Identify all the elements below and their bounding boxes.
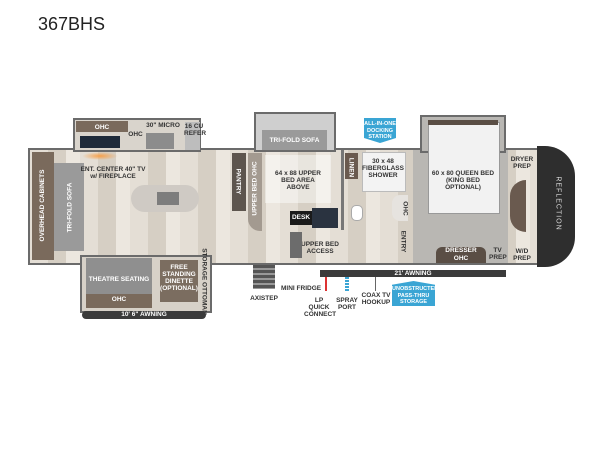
- bath-ohc-label: OHC: [401, 201, 409, 216]
- axistep: [253, 265, 275, 289]
- shower-label: 30 x 48 FIBERGLASS SHOWER: [362, 158, 404, 179]
- bed-label: 60 x 80 QUEEN BED (KING BED OPTIONAL): [431, 170, 495, 191]
- pantry-label: PANTRY: [234, 168, 242, 195]
- ent-center-label: ENT. CENTER 40" TV w/ FIREPLACE: [80, 166, 146, 180]
- upper-bed-area: [265, 155, 331, 203]
- spray-port-label: SPRAY PORT: [336, 297, 358, 311]
- overhead-cabinets: [32, 152, 54, 260]
- desk-label: DESK: [291, 214, 311, 221]
- trifold-sofa-left-label: TRI-FOLD SOFA: [66, 182, 74, 233]
- trifold-sofa-left: [54, 163, 84, 251]
- island-sink: [157, 192, 179, 205]
- dryer-prep-label: DRYER PREP: [510, 156, 534, 170]
- upper-bed-ohc-label: UPPER BED OHC: [251, 161, 259, 216]
- desk: [290, 211, 312, 225]
- tv-prep-label: TV PREP: [489, 247, 507, 261]
- mini-fridge-label: MINI FRIDGE: [281, 285, 322, 292]
- linen-closet: [345, 153, 358, 179]
- stairs: [290, 232, 302, 258]
- dinette-label: FREE STANDING DINETTE (OPTIONAL): [160, 264, 198, 292]
- micro-label: 30" MICRO: [146, 122, 180, 129]
- upper-bed-area-label: 64 x 88 UPPER BED AREA ABOVE: [275, 170, 321, 191]
- entry-label: ENTRY: [399, 230, 407, 253]
- dresser-label: DRESSER: [445, 247, 477, 254]
- stove: [146, 133, 174, 149]
- coax-label: COAX TV HOOKUP: [361, 292, 391, 306]
- overhead-cabinets-label: OVERHEAD CABINETS: [39, 169, 46, 242]
- bath-wall: [341, 150, 344, 230]
- fireplace-tv: [80, 136, 120, 148]
- upper-bed-access-label: UPPER BED ACCESS: [301, 241, 339, 255]
- queen-bed: [428, 122, 500, 214]
- pass-thru-storage-badge: UNOBSTRUCTED PASS-THRU STORAGE: [392, 281, 435, 306]
- pantry: [232, 153, 246, 211]
- bath-sink: [392, 195, 408, 221]
- refer-label: 16 CU REFER: [184, 123, 207, 137]
- small-ohc-label: OHC: [128, 131, 143, 138]
- lp-connect-icon: [325, 277, 327, 291]
- trifold-sofa-top-label: TRI-FOLD SOFA: [269, 137, 320, 144]
- lp-connect-label: LP QUICK CONNECT: [304, 297, 337, 318]
- ottoman-label: STORAGE OTTOMAN: [200, 248, 208, 315]
- toilet: [351, 205, 363, 221]
- trifold-sofa-top: [262, 130, 327, 150]
- wd-prep-label: W/D PREP: [513, 248, 531, 262]
- dresser-ohc-label: OHC: [453, 255, 469, 262]
- brand-logo: REFLECTION: [554, 176, 562, 231]
- linen-label: LINEN: [347, 157, 355, 178]
- dinette: [160, 260, 198, 302]
- model-title: 367BHS: [38, 14, 106, 34]
- theatre-seating-label: THEATRE SEATING: [88, 276, 150, 283]
- theatre-ohc-label: OHC: [111, 296, 127, 303]
- theatre-ohc: [86, 294, 152, 308]
- fireplace-glow: [82, 152, 118, 160]
- dresser: [436, 247, 486, 263]
- awning-left: 10' 6" AWNING: [82, 311, 206, 319]
- axistep-label: AXISTEP: [250, 295, 278, 302]
- kitchen-ohc: [76, 121, 128, 132]
- kitchen-ohc-label: OHC: [94, 124, 110, 131]
- upper-bed-ohc: [248, 153, 262, 231]
- shower: [362, 152, 406, 192]
- desk-closet: [312, 208, 338, 228]
- docking-station-badge: ALL-IN-ONE DOCKING STATION: [364, 118, 396, 143]
- headboard: [428, 120, 498, 125]
- coax-icon: [375, 277, 376, 291]
- spray-port-icon: [345, 277, 349, 291]
- refrigerator: [185, 122, 200, 150]
- theatre-seating: [86, 258, 152, 294]
- front-closet: [510, 180, 526, 232]
- awning-right: 21' AWNING: [320, 270, 506, 277]
- front-cap: [537, 146, 575, 267]
